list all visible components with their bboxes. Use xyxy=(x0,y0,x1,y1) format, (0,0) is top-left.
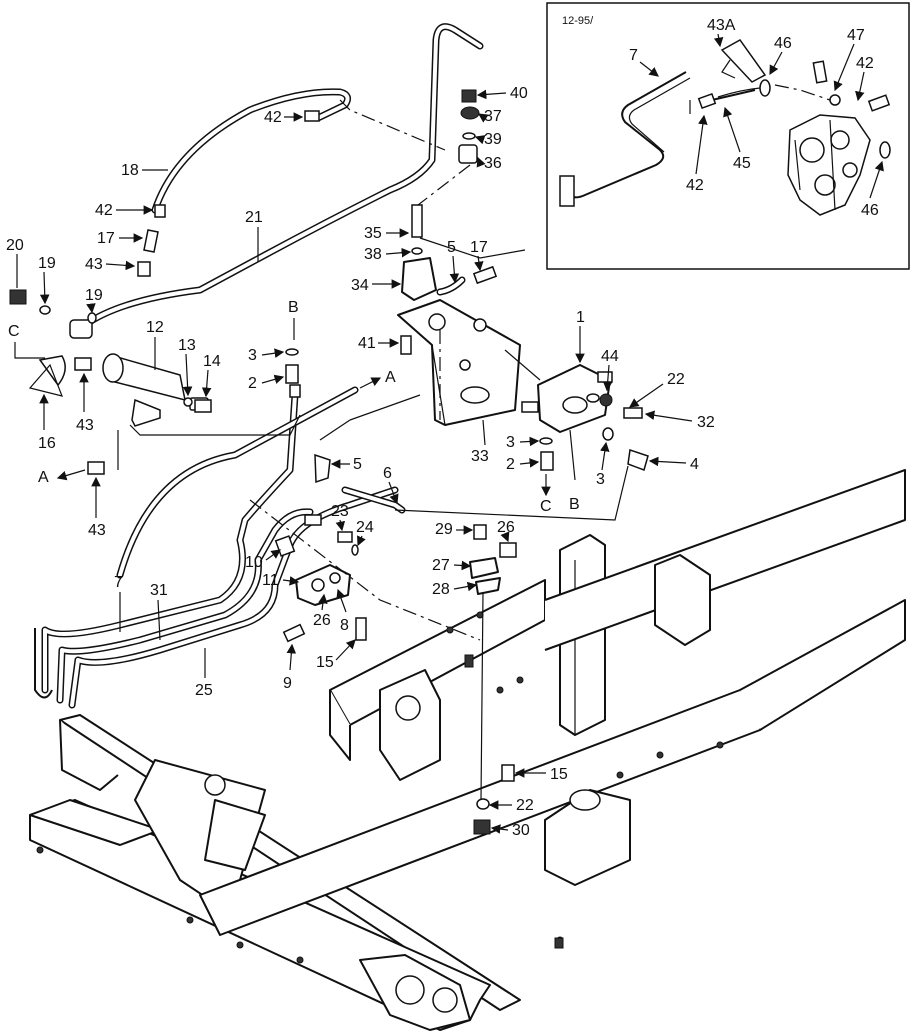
connector-C-right: C xyxy=(540,498,552,515)
callout-16: 16 xyxy=(38,435,56,452)
callout-31: 31 xyxy=(150,582,168,599)
callout-45: 45 xyxy=(733,155,751,172)
callout-10: 10 xyxy=(245,554,263,571)
callout-46-top: 46 xyxy=(774,35,792,52)
callout-17-right: 17 xyxy=(470,239,488,256)
callout-24: 24 xyxy=(356,519,374,536)
cylinder xyxy=(69,319,209,427)
valve-mount-plate xyxy=(397,299,521,426)
callout-27: 27 xyxy=(432,557,450,574)
callout-29: 29 xyxy=(435,521,453,538)
callout-39: 39 xyxy=(484,131,502,148)
callout-20: 20 xyxy=(6,237,24,254)
callout-34: 34 xyxy=(351,277,369,294)
callout-12: 12 xyxy=(146,319,164,336)
callout-25: 25 xyxy=(195,682,213,699)
connector-B-top: B xyxy=(288,299,299,316)
callout-43A: 43A xyxy=(707,17,736,34)
callout-7-inset: 7 xyxy=(629,47,638,64)
callout-21: 21 xyxy=(245,209,263,226)
hydraulic-tubes xyxy=(34,23,484,709)
callout-26-right: 26 xyxy=(497,519,515,536)
fittings xyxy=(9,89,649,835)
callout-labels: 1 2 2 3 3 3 4 5 5 6 7 8 9 10 11 12 13 14 xyxy=(6,85,715,839)
callout-13: 13 xyxy=(178,337,196,354)
callout-19-top: 19 xyxy=(38,255,56,272)
connector-A-left: A xyxy=(38,469,49,486)
callout-46-bottom: 46 xyxy=(861,202,879,219)
connector-A-right: A xyxy=(385,369,396,386)
callout-14: 14 xyxy=(203,353,221,370)
callout-19-mid: 19 xyxy=(85,287,103,304)
callout-43-mid: 43 xyxy=(76,417,94,434)
callout-35: 35 xyxy=(364,225,382,242)
callout-4: 4 xyxy=(690,456,699,473)
callout-11: 11 xyxy=(262,572,279,589)
callout-33: 33 xyxy=(471,448,489,465)
hydraulic-pump xyxy=(787,114,871,216)
inset-detail: 12-95/ 7 43A xyxy=(546,2,910,270)
callout-26-left: 26 xyxy=(313,612,331,629)
callout-15-mid: 15 xyxy=(316,654,334,671)
connector-B-right: B xyxy=(569,496,580,513)
callout-7: 7 xyxy=(114,574,123,591)
callout-18: 18 xyxy=(121,162,139,179)
valve-block xyxy=(521,364,613,433)
callout-3-right: 3 xyxy=(506,434,515,451)
inset-date-code: 12-95/ xyxy=(562,15,594,27)
callout-42-inset-left: 42 xyxy=(686,177,704,194)
callout-37: 37 xyxy=(484,108,502,125)
callout-38: 38 xyxy=(364,246,382,263)
callout-23: 23 xyxy=(331,503,349,520)
connector-C-left: C xyxy=(8,323,20,340)
callout-30: 30 xyxy=(512,822,530,839)
callout-15-bottom: 15 xyxy=(550,766,568,783)
callout-6: 6 xyxy=(383,465,392,482)
callout-32: 32 xyxy=(697,414,715,431)
callout-42-inset-right: 42 xyxy=(856,55,874,72)
callout-3-far-right: 3 xyxy=(596,471,605,488)
callout-5-top: 5 xyxy=(447,239,456,256)
callout-5-mid: 5 xyxy=(353,456,362,473)
callout-36: 36 xyxy=(484,155,502,172)
callout-3-left: 3 xyxy=(248,347,257,364)
connector-markers: B A A C C B xyxy=(8,299,580,515)
callout-43-top: 43 xyxy=(85,256,103,273)
leader-links xyxy=(117,99,629,641)
callout-8: 8 xyxy=(340,617,349,634)
callout-42-top: 42 xyxy=(264,109,282,126)
tractor-frame xyxy=(29,469,906,1031)
callout-17-left: 17 xyxy=(97,230,115,247)
callout-43-bottom: 43 xyxy=(88,522,106,539)
callout-2-right: 2 xyxy=(506,456,515,473)
callout-41: 41 xyxy=(358,335,376,352)
callout-40: 40 xyxy=(510,85,528,102)
callout-22-bottom: 22 xyxy=(516,797,534,814)
callout-9: 9 xyxy=(283,675,292,692)
callout-47: 47 xyxy=(847,27,865,44)
callout-42-left: 42 xyxy=(95,202,113,219)
callout-28: 28 xyxy=(432,581,450,598)
callout-22-right: 22 xyxy=(667,371,685,388)
callout-44: 44 xyxy=(601,348,619,365)
callout-2-left: 2 xyxy=(248,375,257,392)
callout-1: 1 xyxy=(576,309,585,326)
